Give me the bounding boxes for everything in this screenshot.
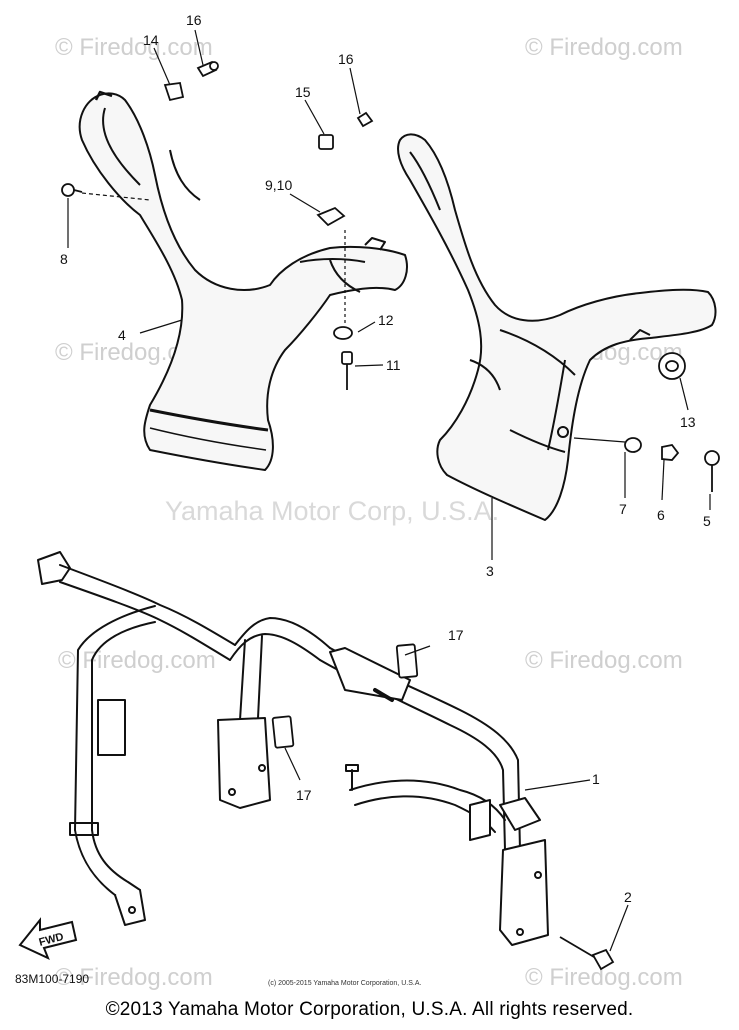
diagram-part-code: 83M100-7190 xyxy=(15,972,90,986)
watermark-brand: © Firedog.com xyxy=(525,647,683,674)
callout-12: 12 xyxy=(378,312,394,328)
watermark-brand: © Firedog.com xyxy=(55,34,213,61)
callout-14: 14 xyxy=(143,32,159,48)
leader-lines xyxy=(67,29,711,952)
watermarks: © Firedog.com © Firedog.com © Firedog.co… xyxy=(55,34,683,991)
callouts: 14 16 15 16 9,10 8 4 12 11 13 7 6 5 3 17… xyxy=(60,12,711,905)
watermark-brand: © Firedog.com xyxy=(525,964,683,991)
small-copyright: (c) 2005-2015 Yamaha Motor Corporation, … xyxy=(268,980,422,987)
part-2-bolt xyxy=(559,936,615,971)
part-3-right-cowl xyxy=(397,133,717,521)
callout-16: 16 xyxy=(338,51,354,67)
callout-9-10: 9,10 xyxy=(265,177,292,193)
callout-15: 15 xyxy=(295,84,311,100)
callout-5: 5 xyxy=(703,513,711,529)
callout-8: 8 xyxy=(60,251,68,267)
fwd-arrow: FWD xyxy=(18,917,78,960)
callout-17: 17 xyxy=(296,787,312,803)
part-4-left-cowl xyxy=(78,90,408,471)
callout-1: 1 xyxy=(592,771,600,787)
callout-3: 3 xyxy=(486,563,494,579)
callout-17: 17 xyxy=(448,627,464,643)
watermark-brand: © Firedog.com xyxy=(525,34,683,61)
callout-6: 6 xyxy=(657,507,665,523)
callout-7: 7 xyxy=(619,501,627,517)
watermark-brand: © Firedog.com xyxy=(58,647,216,674)
callout-4: 4 xyxy=(118,327,126,343)
watermark-company: Yamaha Motor Corp, U.S.A. xyxy=(165,496,499,526)
watermark-brand: © Firedog.com xyxy=(55,964,213,991)
fasteners xyxy=(61,60,720,492)
callout-16: 16 xyxy=(186,12,202,28)
callout-11: 11 xyxy=(386,357,401,373)
callout-13: 13 xyxy=(680,414,696,430)
footer-copyright: ©2013 Yamaha Motor Corporation, U.S.A. A… xyxy=(105,999,634,1020)
callout-2: 2 xyxy=(624,889,632,905)
part-1-frame xyxy=(37,551,549,946)
